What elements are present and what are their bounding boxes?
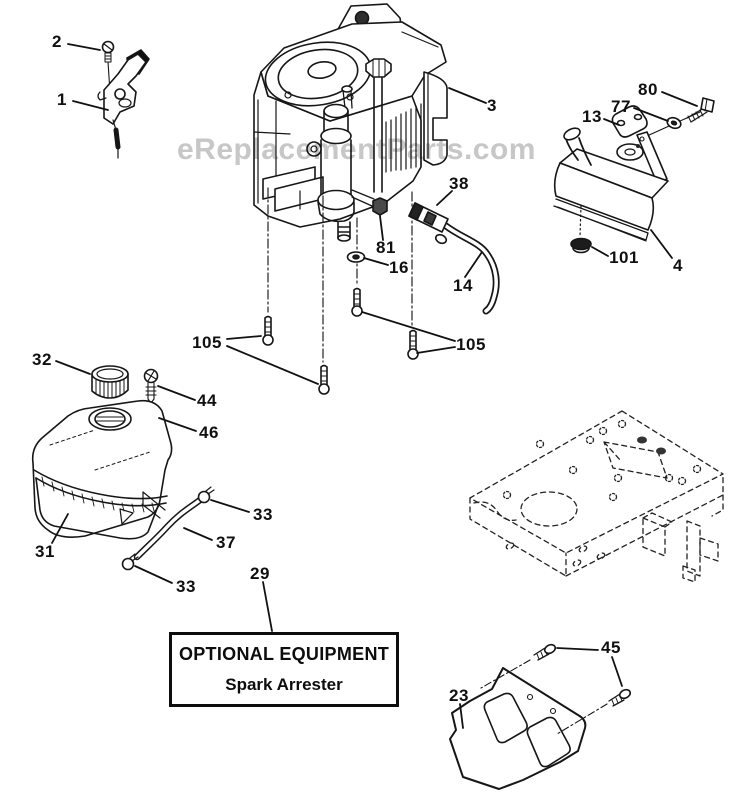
callout-part-2: 2 xyxy=(52,32,62,51)
muffler-drawing xyxy=(553,111,701,242)
throttle-control-drawing xyxy=(97,40,150,159)
engine-mounting-bolts-drawing xyxy=(262,287,419,395)
optional-equipment-box: OPTIONAL EQUIPMENT Spark Arrester xyxy=(169,632,399,707)
engine-drawing xyxy=(253,3,448,242)
callout-part-1: 1 xyxy=(57,90,67,109)
callout-part-44: 44 xyxy=(197,391,217,410)
callout-part-13: 13 xyxy=(582,107,602,126)
callout-part-16: 16 xyxy=(389,258,409,277)
washer-16-drawing xyxy=(346,251,366,263)
fuel-hose-14-drawing xyxy=(442,222,500,315)
callout-part-38: 38 xyxy=(449,174,469,193)
optional-equipment-title: OPTIONAL EQUIPMENT xyxy=(178,644,390,665)
fuel-hose-37-drawing xyxy=(133,496,204,561)
callout-part-105-right: 105 xyxy=(456,335,486,354)
optional-equipment-subtitle: Spark Arrester xyxy=(225,674,343,694)
callout-part-33-upper: 33 xyxy=(253,505,273,524)
callout-part-32: 32 xyxy=(32,350,52,369)
callout-part-101: 101 xyxy=(609,248,639,267)
callout-part-77: 77 xyxy=(611,97,631,116)
bolt-105-a xyxy=(262,315,274,346)
hose-clamp-33-lower-drawing xyxy=(121,553,139,571)
callout-part-46: 46 xyxy=(199,423,219,442)
callout-part-29: 29 xyxy=(250,564,270,583)
washer-77-drawing xyxy=(666,116,682,130)
fuel-filter-38-drawing xyxy=(408,202,449,245)
bolt-80-drawing xyxy=(686,97,715,123)
callout-part-31: 31 xyxy=(35,542,55,561)
callout-part-81: 81 xyxy=(376,238,396,257)
hose-clamp-33-upper-drawing xyxy=(197,486,215,504)
bolt-105-b xyxy=(318,364,330,395)
gasket-13-drawing xyxy=(611,105,648,138)
callout-part-4: 4 xyxy=(673,256,683,275)
callout-part-37: 37 xyxy=(216,533,236,552)
shield-bolts-45-drawing xyxy=(480,643,632,735)
callout-part-33-lower: 33 xyxy=(176,577,196,596)
fuel-cap-32-drawing xyxy=(91,365,129,399)
cap-101-drawing xyxy=(570,205,592,254)
callout-part-14: 14 xyxy=(453,276,473,295)
bolt-105-d xyxy=(407,329,419,360)
callout-part-105-left: 105 xyxy=(192,333,222,352)
chassis-frame-reference-drawing xyxy=(469,410,724,583)
callout-leader-lines xyxy=(51,43,698,729)
callout-part-80: 80 xyxy=(638,80,658,99)
fuel-tank-31-drawing xyxy=(31,399,173,540)
bolt-105-c xyxy=(351,287,363,317)
callout-part-23: 23 xyxy=(449,686,469,705)
heat-shield-23-drawing xyxy=(449,667,587,790)
callout-part-3: 3 xyxy=(487,96,497,115)
callout-part-45: 45 xyxy=(601,638,621,657)
